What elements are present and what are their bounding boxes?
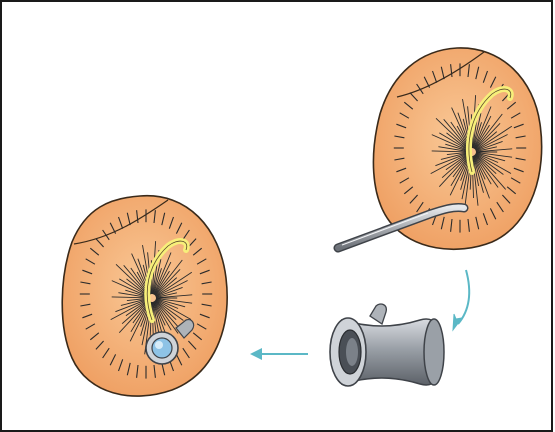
- shield-tube-icon: [330, 304, 444, 386]
- organ-top-right-body: [373, 48, 541, 249]
- arrow-left-icon: [250, 348, 308, 360]
- organ-top-right: [373, 48, 541, 249]
- organ-bottom-left: [62, 196, 227, 396]
- curved-arrow-down-icon: [453, 270, 469, 330]
